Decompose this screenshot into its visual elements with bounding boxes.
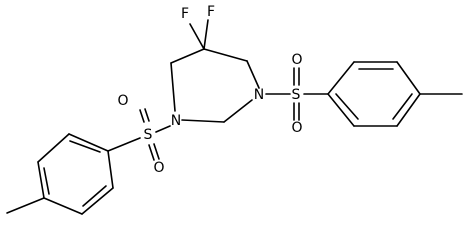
oxygen-atom-left-top: O [117,93,128,109]
atom-labels: F F N N S S O O O O [117,4,302,176]
right-tolyl-ring [327,61,463,127]
oxygen-atom-right-top: O [291,52,302,68]
fluorine-atom-1: F [181,6,189,22]
left-sulfonyl-bonds [107,108,171,161]
nitrogen-atom-left: N [171,113,181,129]
left-tolyl-ring [6,133,114,215]
oxygen-atom-right-bottom: O [291,120,302,136]
sulfur-atom-right: S [292,87,301,103]
right-sulfonyl-bonds [265,67,329,121]
nitrogen-atom-right: N [254,87,264,103]
oxygen-atom-left-bottom: O [153,160,164,176]
molecule-drawing: F F N N S S O O O O [6,4,463,215]
difluoro-bonds [189,19,209,50]
sulfur-atom-left: S [144,127,153,143]
structure-diagram: F F N N S S O O O O [6,4,463,215]
fluorine-atom-2: F [207,4,215,20]
diazepane-ring [170,48,260,123]
